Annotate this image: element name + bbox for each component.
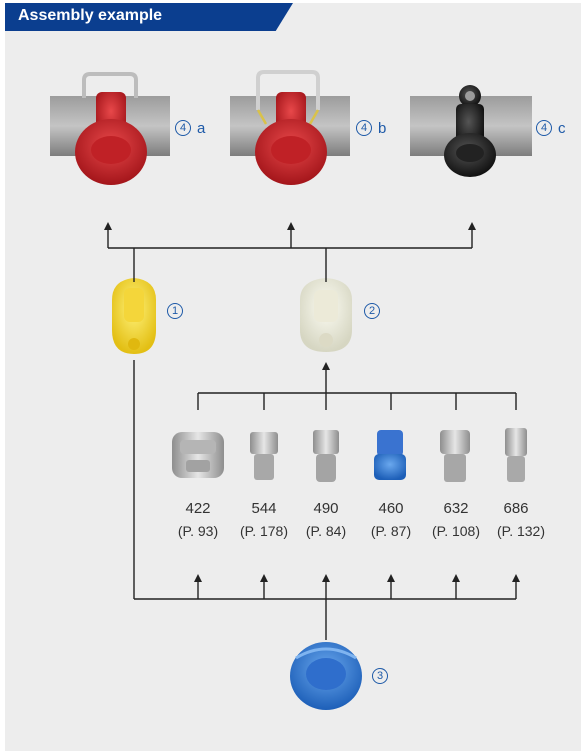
nozzle-photo-460 (374, 430, 406, 480)
nozzle-photo-422 (172, 432, 224, 478)
nozzle-photo-632 (440, 430, 470, 482)
callout-marker-4a: 4 (175, 120, 191, 136)
nozzle-photo-544 (250, 432, 278, 480)
nozzle-photo-490 (313, 430, 339, 482)
page-ref-422: (P. 93) (177, 523, 219, 539)
connector-lines (104, 222, 520, 640)
nozzle-number-544: 544 (251, 500, 277, 517)
component-photo-2 (300, 278, 352, 352)
page-ref-490: (P. 84) (305, 523, 347, 539)
callout-suffix-c: c (558, 120, 566, 137)
callout-suffix-a: a (197, 120, 206, 137)
assembly-photo-b (230, 70, 350, 185)
nozzle-number-460: 460 (378, 500, 404, 517)
assembly-photo-a (50, 72, 170, 185)
component-photo-1 (112, 278, 156, 354)
page-ref-686: (P. 132) (497, 523, 545, 539)
callout-suffix-b: b (378, 120, 387, 137)
section-title: Assembly example (18, 7, 163, 24)
component-photo-3 (290, 642, 362, 710)
assembly-photo-c (410, 85, 532, 177)
nozzle-number-490: 490 (313, 500, 339, 517)
callout-marker-3: 3 (372, 668, 388, 684)
callout-marker-1: 1 (167, 303, 183, 319)
callout-marker-4b: 4 (356, 120, 372, 136)
nozzle-number-632: 632 (443, 500, 469, 517)
nozzle-number-422: 422 (185, 500, 211, 517)
page-ref-632: (P. 108) (432, 523, 480, 539)
callout-marker-2: 2 (364, 303, 380, 319)
nozzle-number-686: 686 (503, 500, 529, 517)
page-ref-544: (P. 178) (240, 523, 288, 539)
callout-marker-4c: 4 (536, 120, 552, 136)
page-ref-460: (P. 87) (370, 523, 412, 539)
nozzle-photo-686 (505, 428, 527, 482)
section-header (5, 3, 293, 31)
